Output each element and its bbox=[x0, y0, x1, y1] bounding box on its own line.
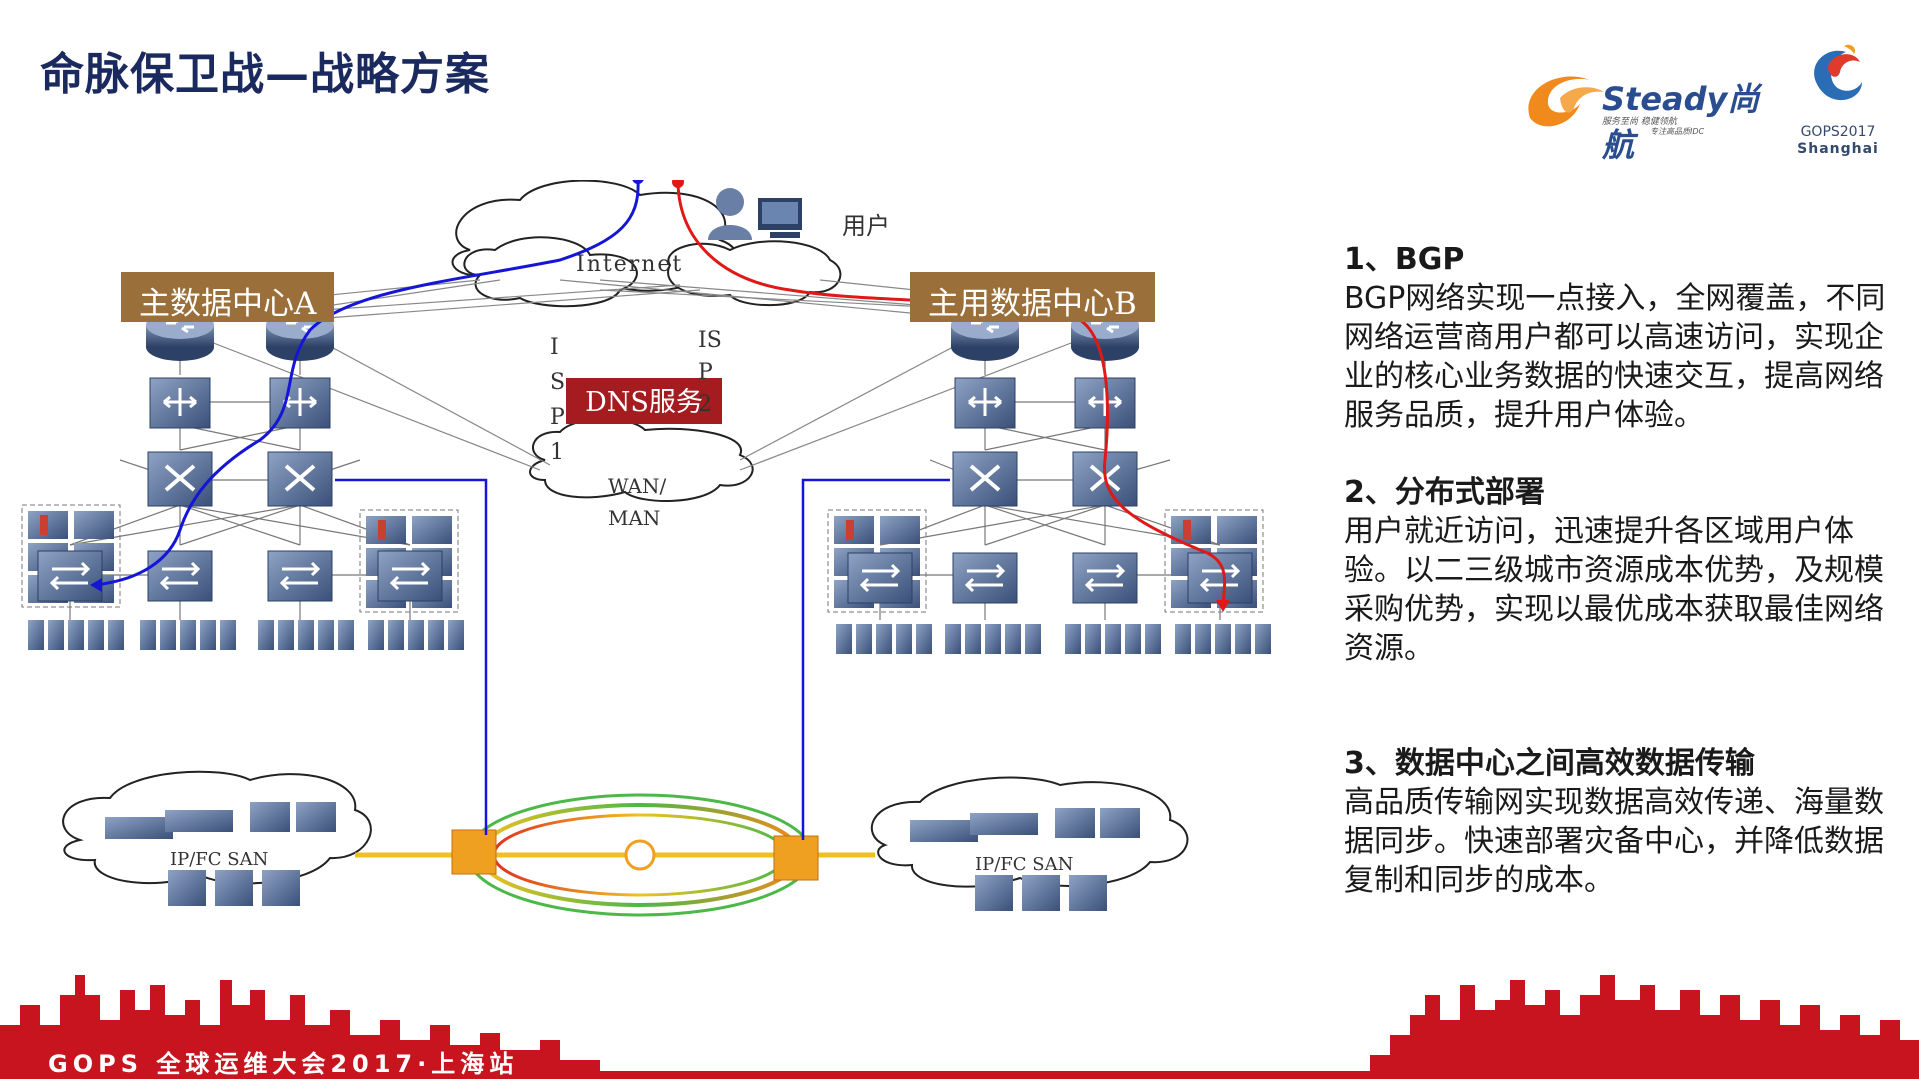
transport-node-a-icon bbox=[451, 829, 497, 875]
san-b-storage-icon bbox=[910, 820, 978, 842]
steady-tagline-2: 专注高品质IDC bbox=[1650, 127, 1705, 136]
access-a3-icon bbox=[266, 549, 334, 603]
point-3: 3、数据中心之间高效数据传输 高品质传输网实现数据高效传递、海量数据同步。快速部… bbox=[1344, 744, 1904, 900]
isp1-cloud bbox=[463, 236, 638, 308]
steady-swirl-icon bbox=[1528, 76, 1604, 127]
switch-a1-icon bbox=[148, 376, 212, 430]
page-title: 命脉保卫战—战略方案 bbox=[40, 49, 490, 100]
servers-a4-icon bbox=[368, 620, 464, 650]
gops-name: GOPS2017 bbox=[1800, 124, 1876, 140]
steady-name: Steady尚航 bbox=[1602, 80, 1760, 164]
dc-a-label: 主数据中心A bbox=[121, 272, 335, 322]
point-2-title: 2、分布式部署 bbox=[1344, 475, 1545, 510]
isp1-label: ISP1 bbox=[550, 335, 566, 465]
internet-label: Internet bbox=[576, 252, 684, 277]
point-1-title: 1、BGP bbox=[1344, 242, 1465, 277]
wan-label: WAN/MAN bbox=[608, 474, 667, 530]
footer-skyline bbox=[0, 975, 1919, 1079]
strategy-points: 1、BGP BGP网络实现一点接入，全网覆盖，不同网络运营商用户都可以高速访问，… bbox=[1344, 240, 1904, 900]
servers-b1-icon bbox=[836, 624, 932, 654]
point-2: 2、分布式部署 用户就近访问，迅速提升各区域用户体验。以二三级城市资源成本优势，… bbox=[1344, 473, 1904, 668]
transport-node-b-icon bbox=[773, 835, 819, 881]
access-b3-icon bbox=[1071, 551, 1139, 605]
footer-text: GOPS 全球运维大会2017·上海站 bbox=[48, 1050, 519, 1078]
san-a-storage-icon bbox=[105, 817, 173, 839]
gops-emblem-icon bbox=[1814, 44, 1862, 101]
user-icon bbox=[708, 188, 802, 240]
isp2-cloud bbox=[667, 240, 842, 307]
servers-a1-icon bbox=[28, 620, 124, 650]
san-a-label: IP/FC SAN bbox=[170, 849, 269, 870]
access-b1-icon bbox=[846, 551, 914, 605]
servers-b4-icon bbox=[1175, 624, 1271, 654]
servers-b2-icon bbox=[945, 624, 1041, 654]
access-b4-icon bbox=[1186, 551, 1254, 605]
gops-city: Shanghai bbox=[1797, 141, 1879, 157]
dc-b-label: 主用数据中心B bbox=[910, 272, 1155, 322]
servers-a3-icon bbox=[258, 620, 354, 650]
dns-label: DNS服务 bbox=[566, 378, 722, 424]
blue-path-a bbox=[94, 180, 640, 587]
point-2-body: 用户就近访问，迅速提升各区域用户体验。以二三级城市资源成本优势，及规模采购优势，… bbox=[1344, 514, 1884, 666]
point-1: 1、BGP BGP网络实现一点接入，全网覆盖，不同网络运营商用户都可以高速访问，… bbox=[1344, 240, 1904, 435]
sync-icon bbox=[624, 839, 656, 871]
steady-logo: Steady尚航 服务至尚 稳健领航 专注高品质IDC bbox=[1520, 68, 1760, 164]
access-b2-icon bbox=[951, 551, 1019, 605]
access-a1-icon bbox=[36, 549, 104, 603]
access-a2-icon bbox=[146, 549, 214, 603]
red-path-b bbox=[676, 183, 1227, 606]
servers-a2-icon bbox=[140, 620, 236, 650]
access-a4-icon bbox=[376, 549, 444, 603]
gops-logo: GOPS2017 Shanghai bbox=[1778, 42, 1898, 167]
core-a1-icon bbox=[146, 450, 214, 508]
steady-tagline: 服务至尚 稳健领航 bbox=[1602, 117, 1677, 127]
san-b-label: IP/FC SAN bbox=[975, 854, 1074, 875]
core-b1-icon bbox=[951, 450, 1019, 508]
point-1-body: BGP网络实现一点接入，全网覆盖，不同网络运营商用户都可以高速访问，实现企业的核… bbox=[1344, 281, 1886, 433]
point-3-body: 高品质传输网实现数据高效传递、海量数据同步。快速部署灾备中心，并降低数据复制和同… bbox=[1344, 785, 1884, 898]
isp2-label: ISP2 bbox=[698, 328, 722, 417]
servers-b3-icon bbox=[1065, 624, 1161, 654]
core-a2-icon bbox=[266, 450, 334, 508]
user-label: 用户 bbox=[842, 212, 890, 240]
switch-b1-icon bbox=[953, 376, 1017, 430]
point-3-title: 3、数据中心之间高效数据传输 bbox=[1344, 746, 1755, 781]
